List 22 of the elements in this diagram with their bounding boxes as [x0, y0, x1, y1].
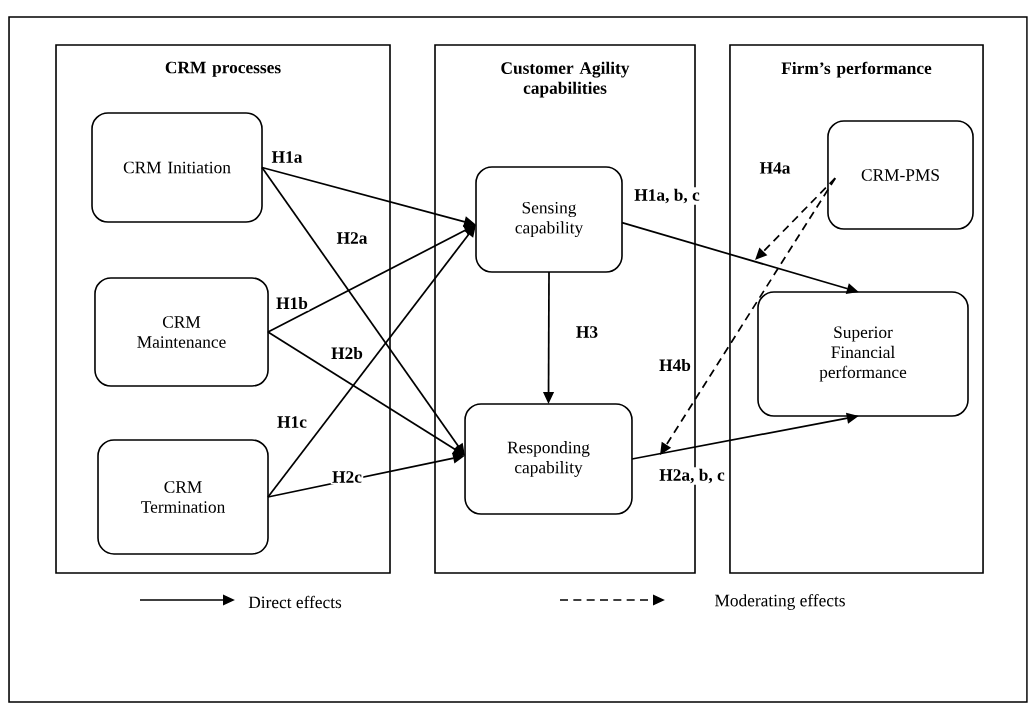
edge-label: H2c	[330, 469, 364, 485]
arrow	[660, 177, 837, 455]
edge-label: H2a	[335, 230, 369, 246]
rounded-box: Responding capability	[464, 403, 633, 515]
edge-label: H3	[574, 324, 600, 340]
rounded-box: Sensing capability	[475, 166, 623, 273]
rounded-box: CRM Maintenance	[94, 277, 269, 387]
arrow	[267, 331, 465, 456]
edge-label: H1c	[275, 414, 309, 430]
rounded-box: CRM-PMS	[827, 120, 974, 230]
edge-label: H4a	[758, 160, 792, 176]
edge-label: H1a, b, c	[632, 187, 702, 205]
edge-label: H2b	[329, 345, 365, 361]
legend-text: Moderating effects	[714, 594, 845, 610]
rounded-box: Superior Financial performance	[757, 291, 969, 417]
edge-label: H1b	[274, 295, 310, 311]
edge-label: H2a, b, c	[657, 467, 727, 485]
edge-label: H1a	[270, 149, 304, 165]
rounded-box: CRM Termination	[97, 439, 269, 555]
legend-text: Direct effects	[248, 595, 342, 609]
edge-label: H4b	[657, 357, 693, 373]
rounded-box: CRM Initiation	[91, 112, 263, 223]
